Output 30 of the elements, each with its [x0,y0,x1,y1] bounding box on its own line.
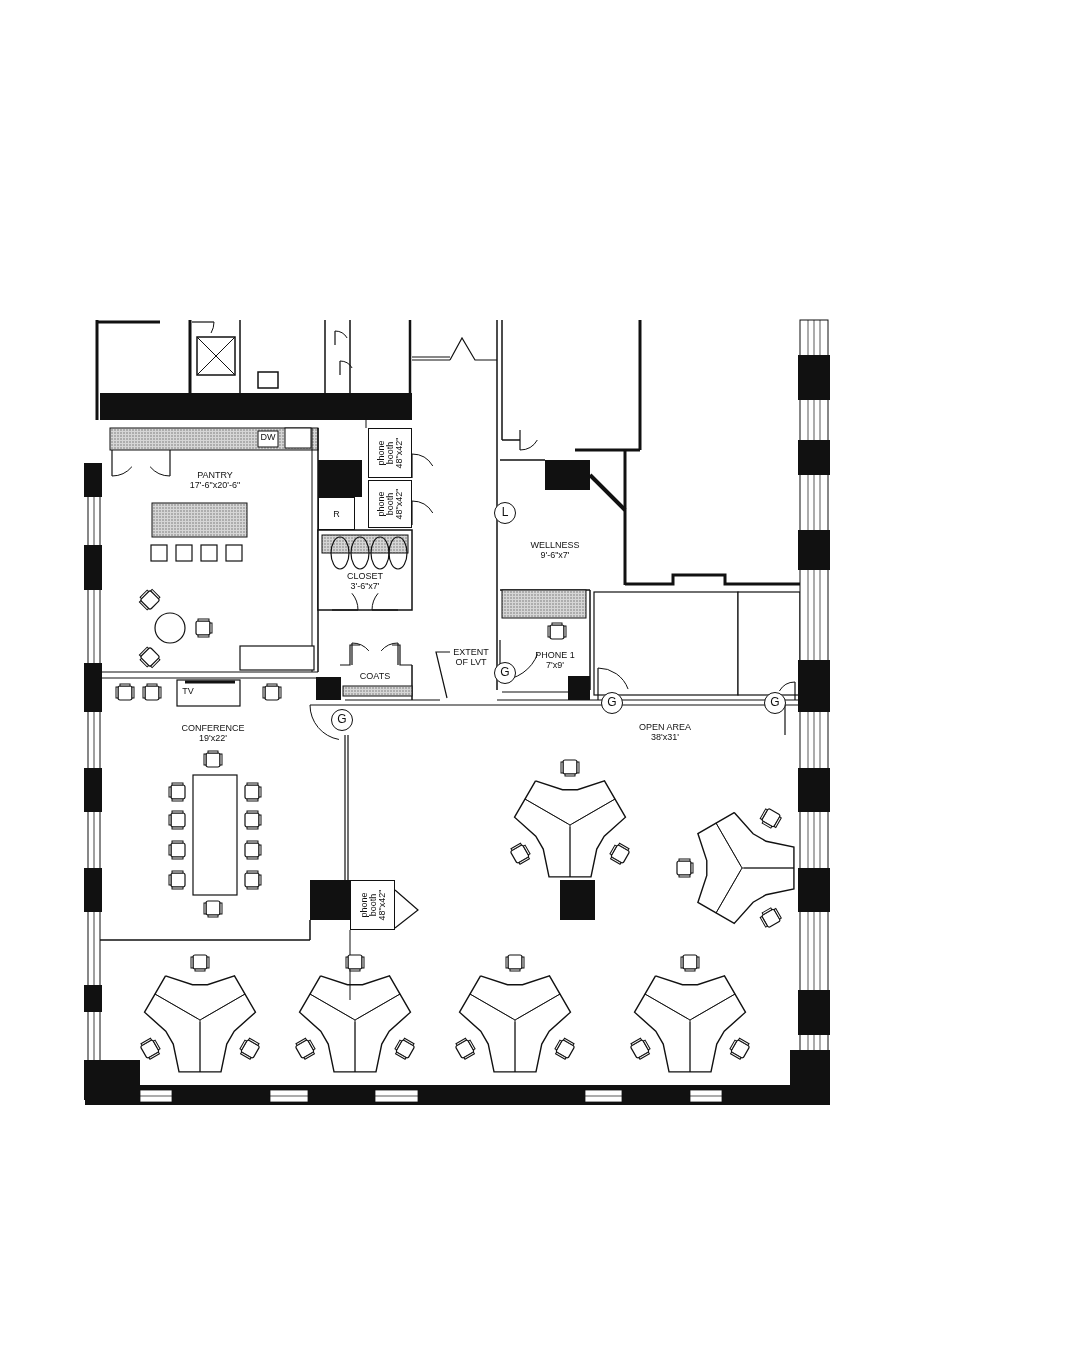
booth-label: phone booth 48"x42" [376,487,404,522]
room-name: OPEN AREA [639,722,691,732]
room-name: PHONE 1 [535,650,575,660]
booth-label: phone booth 48"x42" [359,888,386,923]
room-dimensions: 7'x9' [546,660,564,670]
room-dimensions: 17'-6"x20'-6" [189,480,241,490]
phone-booth [368,428,412,478]
room-name: R [333,508,340,519]
phone-booth [368,480,412,528]
door-tag: L [494,502,516,524]
room-name: CLOSET [347,571,383,581]
phone-booth [350,880,395,930]
room-name: EXTENT OF LVT [452,647,490,667]
door-tag: G [764,692,786,714]
room-name: WELLNESS [530,540,580,550]
room-dimensions: 19'x22' [199,733,227,743]
room-dimensions: 3'-6"x7' [350,581,380,591]
appliance-label: DW [259,432,277,442]
door-tag: G [494,662,516,684]
room-dimensions: 38'x31' [651,732,679,742]
booth-label: phone booth 48"x42" [376,436,404,471]
door-tag: G [331,709,353,731]
room-name: CONFERENCE [181,723,245,733]
appliance-label: TV [181,686,195,696]
room-dimensions: 9'-6"x7' [540,550,570,560]
refrigerator [318,497,355,530]
room-name: COATS [359,671,391,681]
door-tag: G [601,692,623,714]
leader-line [435,651,451,699]
room-name: PANTRY [197,470,233,480]
